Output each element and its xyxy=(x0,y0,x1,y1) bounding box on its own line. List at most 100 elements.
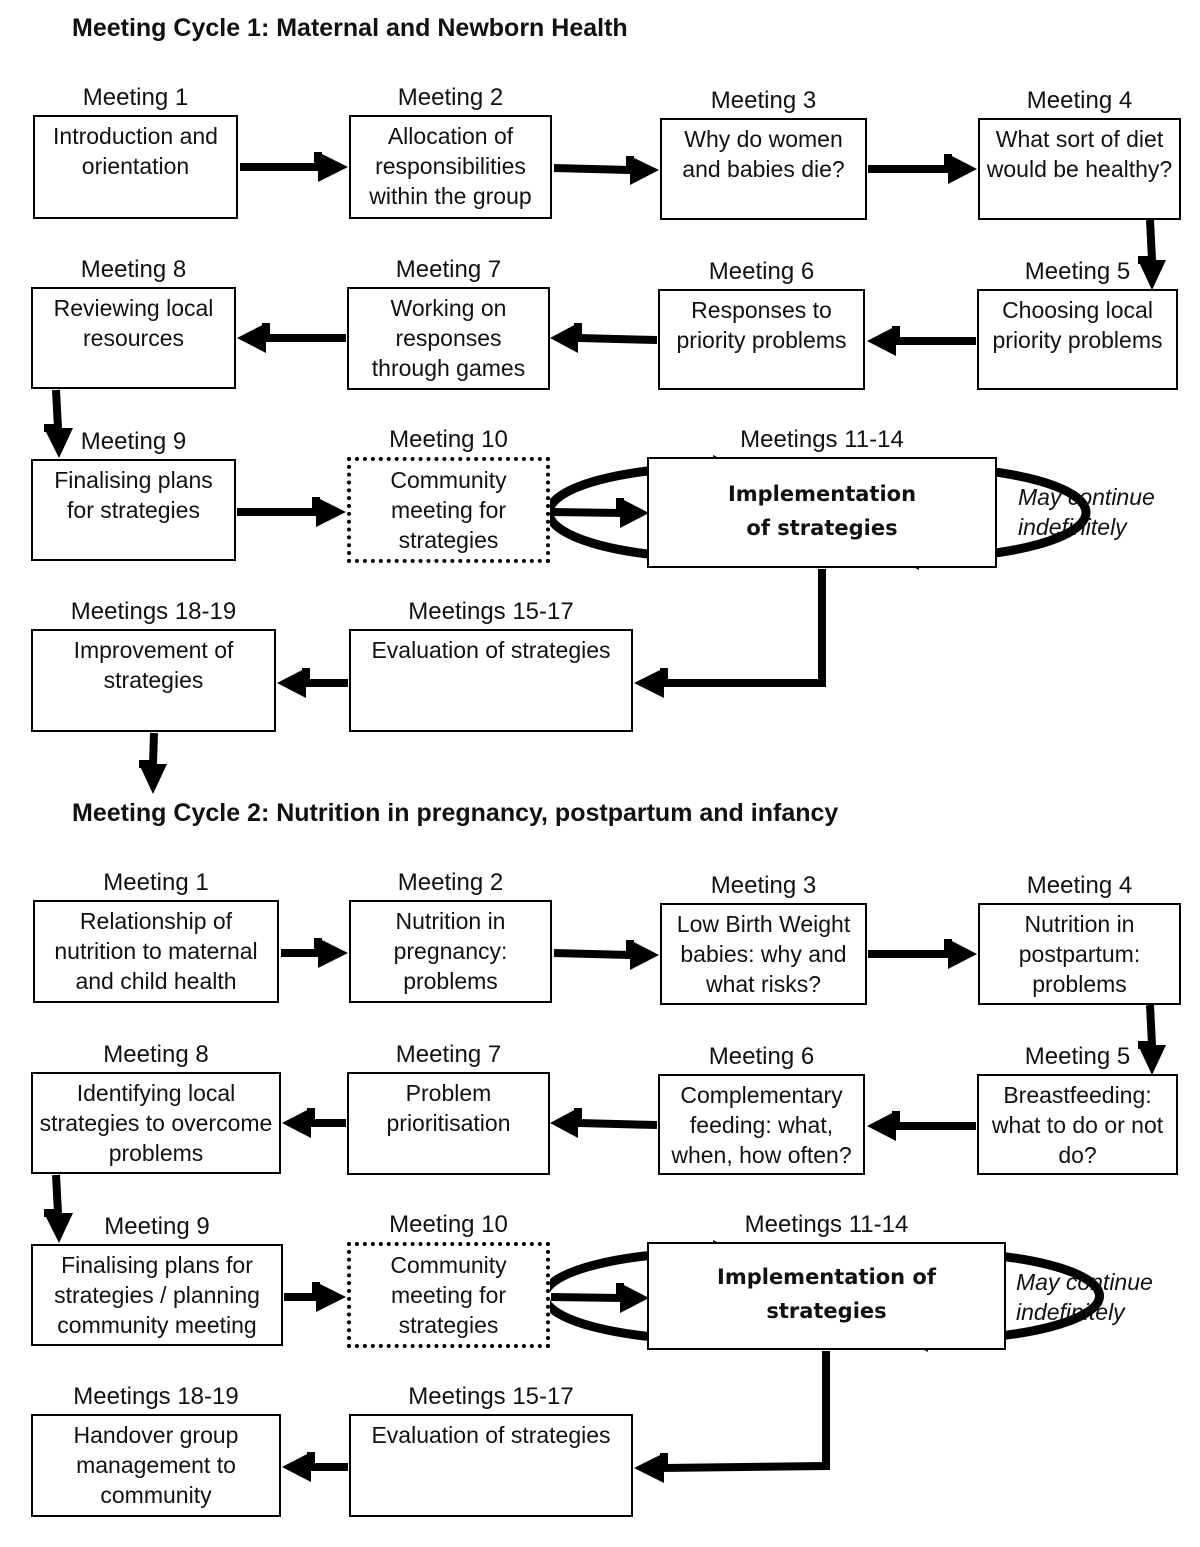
cycle1-continue-note: May continue indefinitely xyxy=(1018,484,1155,540)
cycle2-title: Meeting Cycle 2: Nutrition in pregnancy,… xyxy=(72,799,839,827)
cycle1-meeting-3-box: Why do women and babies die? xyxy=(660,118,867,220)
cycle2-flow-arrow-5 xyxy=(867,1111,976,1141)
cycle2-meeting-1-box: Relationship of nutrition to maternal an… xyxy=(33,900,279,1003)
cycle2-meeting-10-label: Meeting 10 xyxy=(389,1211,508,1238)
cycle1-meeting-2-text: Allocation of responsibilities within th… xyxy=(369,123,532,209)
cycle2-meeting-1-label: Meeting 1 xyxy=(103,869,209,896)
cycle2-meeting-9-label: Meeting 9 xyxy=(104,1213,210,1240)
cycle2-implementation-frame xyxy=(647,1242,1006,1350)
cycle2-meeting-5-box: Breastfeeding: what to do or not do? xyxy=(977,1074,1178,1175)
cycle1-meeting-6-box: Responses to priority problems xyxy=(658,289,865,390)
cycle2-meeting-7-box: Problem prioritisation xyxy=(347,1072,550,1175)
cycle1-meeting-8-box: Reviewing local resources xyxy=(31,287,236,389)
cycle1-meetings-15-17-box: Evaluation of strategies xyxy=(349,629,633,732)
cycle1-flow-arrow-12 xyxy=(277,668,348,698)
cycle2-meeting-7-text: Problem prioritisation xyxy=(386,1080,511,1136)
cycle2-flow-arrow-11 xyxy=(634,1351,830,1483)
cycle2-flow-arrow-3 xyxy=(868,939,977,969)
cycle2-continue-note: May continue indefinitely xyxy=(1016,1269,1153,1325)
cycle1-meetings-18-19-text: Improvement of strategies xyxy=(73,637,234,693)
cycle1-flow-arrow-11 xyxy=(634,569,826,698)
cycle1-implementation-frame xyxy=(647,457,997,568)
cycle1-meetings-11-14-label: Meetings 11-14 xyxy=(740,426,904,453)
cycle2-meeting-4-text: Nutrition in postpartum: problems xyxy=(1018,911,1141,997)
cycle1-meeting-9-label: Meeting 9 xyxy=(80,428,187,455)
cycle1-meeting-5-box: Choosing local priority problems xyxy=(977,289,1178,390)
cycle2-flow-arrow-12 xyxy=(282,1452,348,1482)
implementation-text-line: Implementation of xyxy=(717,1265,936,1289)
cycle1-meeting-6-text: Responses to priority problems xyxy=(676,297,847,353)
cycle2-meetings-15-17-text: Evaluation of strategies xyxy=(371,1422,611,1448)
implementation-text-line: strategies xyxy=(766,1299,887,1323)
cycle1-flow-arrow-6 xyxy=(550,323,658,353)
cycle1-flow-arrow-10 xyxy=(550,498,649,528)
cycle1-title: Meeting Cycle 1: Maternal and Newborn He… xyxy=(72,14,628,42)
cycle1-meeting-2-box: Allocation of responsibilities within th… xyxy=(349,115,552,219)
cycle2-meeting-2-label: Meeting 2 xyxy=(397,869,504,896)
cycle2-flow-arrow-10 xyxy=(550,1283,649,1313)
cycle2-flow-arrow-1 xyxy=(281,938,348,968)
cycle1-meeting-3-text: Why do women and babies die? xyxy=(682,126,845,182)
cycle1-flow-arrow-13 xyxy=(139,732,167,794)
cycle1-meeting-10-box: Community meeting for strategies xyxy=(347,457,550,563)
cycle2-meetings-15-17-box: Evaluation of strategies xyxy=(349,1414,633,1517)
cycle1-meeting-4-label: Meeting 4 xyxy=(1026,87,1133,114)
cycle2-meeting-6-text: Complementary feeding: what, when, how o… xyxy=(671,1082,852,1168)
cycle1-flow-arrow-1 xyxy=(240,152,348,182)
cycle2-meetings-11-14-label: Meetings 11-14 xyxy=(744,1211,909,1238)
cycle2-meetings-18-19-label: Meetings 18-19 xyxy=(73,1383,239,1410)
cycle2-meeting-9-box: Finalising plans for strategies / planni… xyxy=(31,1244,283,1346)
cycle2-flow-arrow-2 xyxy=(553,940,659,970)
cycle1-meetings-15-17-label: Meetings 15-17 xyxy=(408,598,574,625)
cycle1-meetings-18-19-box: Improvement of strategies xyxy=(31,629,276,732)
cycle1-meetings-18-19-label: Meetings 18-19 xyxy=(70,598,237,625)
cycle2-meeting-9-text: Finalising plans for strategies / planni… xyxy=(54,1252,260,1338)
cycle2-meeting-8-label: Meeting 8 xyxy=(103,1041,209,1068)
cycle2-meeting-4-label: Meeting 4 xyxy=(1026,872,1133,899)
cycle2-meeting-6-label: Meeting 6 xyxy=(708,1043,815,1070)
cycle2-meeting-5-label: Meeting 5 xyxy=(1024,1043,1131,1070)
cycle1-meeting-10-text: Community meeting for strategies xyxy=(390,467,507,553)
cycle1-flow-arrow-7 xyxy=(237,323,346,353)
cycle1-meeting-7-label: Meeting 7 xyxy=(395,256,502,283)
cycle1-meeting-2-label: Meeting 2 xyxy=(397,84,504,111)
cycle1-meeting-4-text: What sort of diet would be healthy? xyxy=(986,126,1173,182)
implementation-text-line: Implementation xyxy=(727,481,917,506)
cycle1-meeting-7-text: Working on responses through games xyxy=(371,295,526,381)
cycle2-meeting-10-text: Community meeting for strategies xyxy=(390,1252,507,1338)
cycle1-meeting-3-label: Meeting 3 xyxy=(710,87,817,114)
cycle1-meeting-9-text: Finalising plans for strategies xyxy=(54,467,213,523)
cycle2-meeting-10-box: Community meeting for strategies xyxy=(347,1242,550,1348)
cycle2-meeting-4-box: Nutrition in postpartum: problems xyxy=(978,903,1181,1005)
cycle2-meeting-8-box: Identifying local strategies to overcome… xyxy=(31,1072,281,1174)
cycle2-meeting-7-label: Meeting 7 xyxy=(395,1041,502,1068)
cycle1-meeting-5-text: Choosing local priority problems xyxy=(992,297,1163,353)
cycle2-meeting-3-label: Meeting 3 xyxy=(710,872,817,899)
cycle2-meeting-3-text: Low Birth Weight babies: why and what ri… xyxy=(676,911,851,997)
cycle1-flow-arrow-5 xyxy=(867,326,976,356)
cycle1-meeting-5-label: Meeting 5 xyxy=(1024,258,1131,285)
cycle1-meetings-15-17-text: Evaluation of strategies xyxy=(371,637,611,663)
cycle1-flow-arrow-3 xyxy=(868,154,977,184)
cycle2-meetings-18-19-text: Handover group management to community xyxy=(73,1422,239,1508)
cycle1-meeting-7-box: Working on responses through games xyxy=(347,287,550,390)
cycle2-meeting-8-text: Identifying local strategies to overcome… xyxy=(39,1080,273,1166)
cycle2-meeting-2-text: Nutrition in pregnancy: problems xyxy=(393,908,508,994)
cycle2-flow-arrow-7 xyxy=(282,1108,346,1138)
cycle1-meeting-8-label: Meeting 8 xyxy=(80,256,187,283)
cycle2-flow-arrow-4 xyxy=(1138,1004,1166,1075)
cycle2-meeting-3-box: Low Birth Weight babies: why and what ri… xyxy=(660,903,867,1005)
cycle2-meeting-2-box: Nutrition in pregnancy: problems xyxy=(349,900,552,1003)
cycle1-meeting-6-label: Meeting 6 xyxy=(708,258,815,285)
cycle1-flow-arrow-2 xyxy=(553,156,659,185)
cycle1-implementation-text: Implementation of strategiesImplementati… xyxy=(662,477,982,545)
implementation-text-line: of strategies xyxy=(746,515,898,540)
cycle1-flow-arrow-8 xyxy=(44,389,73,458)
cycle1-meeting-8-text: Reviewing local resources xyxy=(53,295,214,351)
cycle2-flow-arrow-9 xyxy=(284,1282,346,1312)
cycle1-meeting-1-box: Introduction and orientation xyxy=(33,115,238,219)
cycle2-flow-arrow-6 xyxy=(550,1108,658,1138)
cycle1-flow-arrow-4 xyxy=(1138,219,1166,290)
cycle2-flow-arrow-8 xyxy=(44,1174,73,1243)
